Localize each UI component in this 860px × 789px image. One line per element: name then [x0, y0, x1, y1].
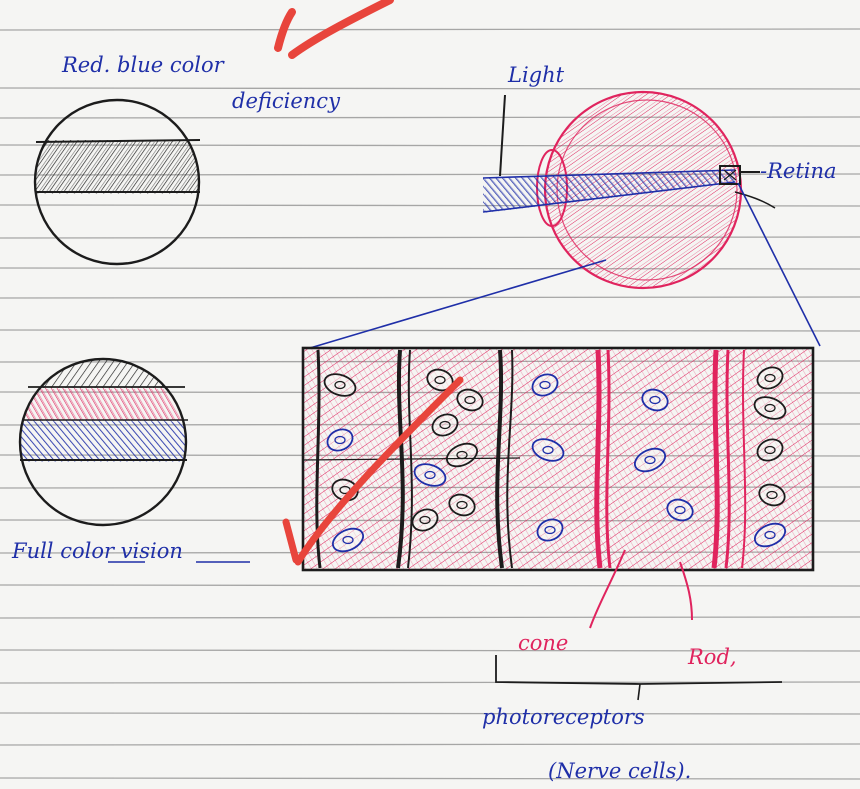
- deficiency-circle-diagram: [30, 100, 233, 264]
- nerve-cells-label: (Nerve cells).: [548, 759, 691, 783]
- rule-line: [0, 297, 860, 298]
- eye-diagram: [483, 90, 775, 293]
- rule-line: [0, 88, 860, 89]
- full-color-circle-diagram: [15, 355, 197, 525]
- rod-fiber: [714, 350, 717, 568]
- full-color-label: Full color vision: [11, 539, 183, 563]
- light-label: Light: [507, 63, 565, 87]
- photoreceptors-label: photoreceptors: [482, 705, 645, 729]
- rule-line: [0, 713, 860, 714]
- rule-line: [0, 744, 860, 745]
- deficiency-label: deficiency: [232, 89, 341, 113]
- rule-line: [0, 29, 860, 30]
- rule-line: [0, 585, 860, 586]
- cone-fiber: [597, 350, 600, 568]
- rule-line: [0, 330, 860, 331]
- cone-label: cone: [518, 631, 568, 655]
- rule-line: [0, 237, 860, 238]
- rule-line: [0, 117, 860, 118]
- retina-label: -Retina: [760, 159, 837, 183]
- rule-line: [0, 778, 860, 779]
- rule-line: [0, 268, 860, 269]
- rule-line: [0, 617, 860, 618]
- zoom-line-right: [738, 183, 820, 346]
- light-pointer-line: [500, 95, 505, 176]
- red-blue-label: Red. blue color: [61, 53, 226, 77]
- rod-label: Rod,: [687, 645, 737, 669]
- photoreceptor-bracket: [496, 655, 782, 684]
- zoom-line-left: [310, 260, 606, 348]
- check-mark-icon: [278, 0, 390, 55]
